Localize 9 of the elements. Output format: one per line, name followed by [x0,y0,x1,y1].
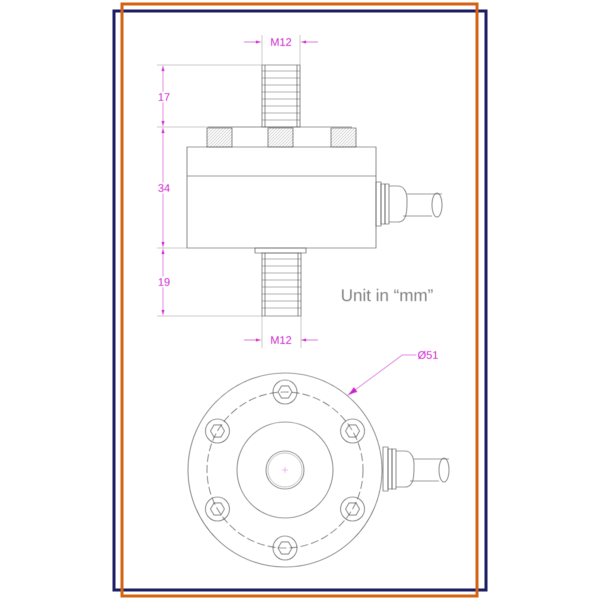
dimension-label: 34 [156,182,172,194]
dimension-label: 17 [156,92,172,102]
thread-label: M12 [268,334,294,346]
unit-note: Unit in “mm” [339,287,435,303]
dimension-label: Ø51 [418,350,438,360]
leader-line [348,354,417,395]
thread-label: M12 [268,36,294,48]
flange-outline [188,372,382,568]
dimension-label: 19 [156,276,172,288]
